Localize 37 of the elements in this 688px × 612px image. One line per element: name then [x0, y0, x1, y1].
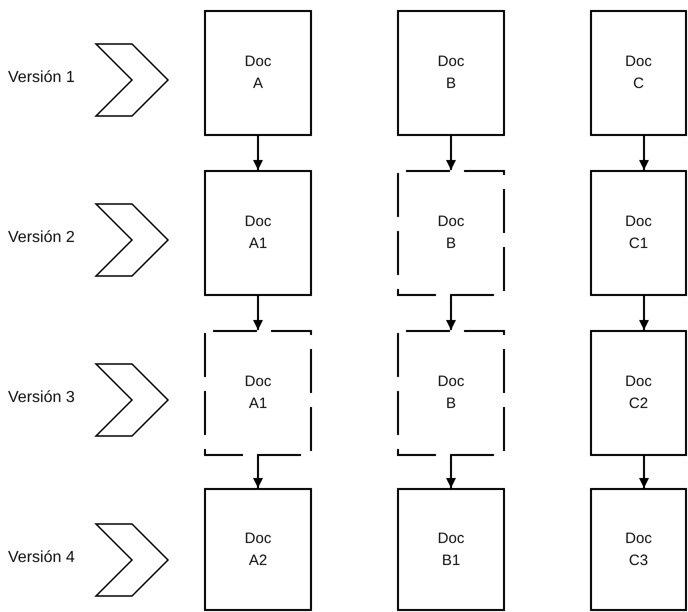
version-label: Versión 3 — [8, 389, 75, 407]
arrow — [639, 136, 649, 170]
document-label: Doc B — [436, 52, 466, 94]
arrow — [446, 136, 456, 170]
version-label: Versión 2 — [8, 229, 75, 247]
document-box — [590, 330, 687, 456]
version-label: Versión 1 — [8, 69, 75, 87]
document-label: Doc A1 — [244, 212, 272, 254]
document-label: Doc C2 — [624, 372, 653, 414]
document-label: Doc A — [244, 52, 272, 94]
document-label: Doc B — [436, 372, 466, 414]
arrow — [446, 456, 456, 488]
document-box — [204, 10, 312, 136]
document-label: Doc C — [624, 52, 653, 94]
document-box — [397, 10, 505, 136]
version-label: Versión 4 — [8, 549, 75, 567]
document-label: Doc C3 — [624, 528, 653, 570]
arrow — [639, 296, 649, 330]
document-box — [590, 170, 687, 296]
document-box — [590, 10, 687, 136]
arrow — [253, 296, 263, 330]
arrow — [253, 136, 263, 170]
document-box — [397, 330, 505, 456]
document-label: Doc B1 — [436, 528, 466, 570]
arrow — [639, 456, 649, 488]
document-box — [204, 170, 312, 296]
document-label: Doc A2 — [244, 528, 272, 570]
document-box — [397, 488, 505, 611]
document-box — [204, 330, 312, 456]
document-label: Doc A1 — [244, 372, 272, 414]
arrow — [253, 456, 263, 488]
document-label: Doc B — [436, 212, 466, 254]
arrow — [446, 296, 456, 330]
document-box — [397, 170, 505, 296]
document-box — [204, 488, 312, 611]
document-box — [590, 488, 687, 611]
document-label: Doc C1 — [624, 212, 653, 254]
